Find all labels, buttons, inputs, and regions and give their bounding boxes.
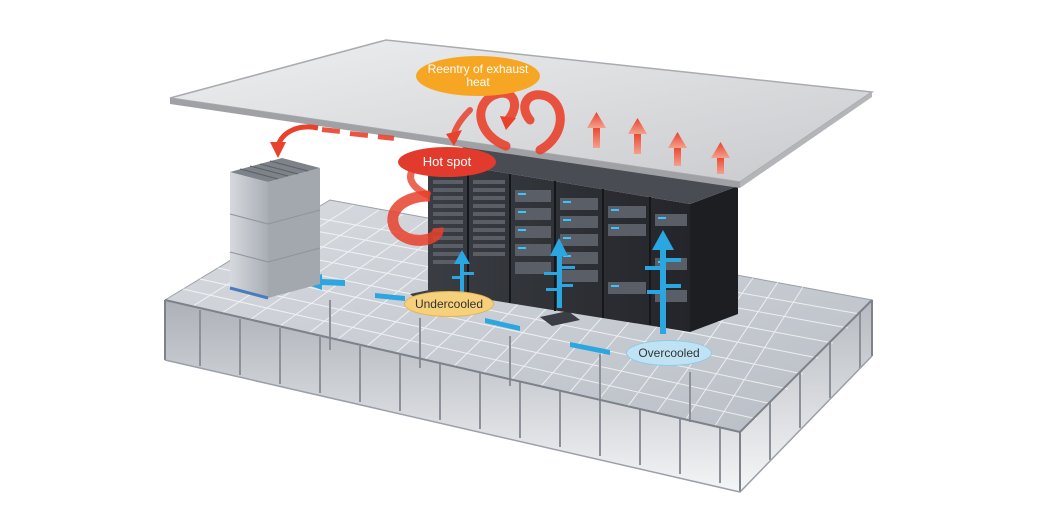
reentry-of-exhaust-heat-label: Reentry of exhaust heat xyxy=(416,56,540,96)
cold-air-arrow xyxy=(452,250,474,292)
hot-air-arrow xyxy=(587,112,606,148)
overcooled-label: Overcooled xyxy=(626,340,712,366)
cold-air-arrow xyxy=(570,342,610,355)
crac-unit xyxy=(229,158,321,300)
hot-air-arrow xyxy=(520,90,565,155)
hot-exhaust-arrows xyxy=(587,112,730,174)
crac-front xyxy=(230,172,268,298)
plenum-side-face xyxy=(740,300,872,492)
crac-top xyxy=(230,158,320,182)
cold-air-arrow xyxy=(544,238,575,308)
hot-air-arrow xyxy=(628,118,647,154)
cold-air-arrow xyxy=(485,318,520,331)
hot-air-arrow xyxy=(476,88,519,151)
cold-air-arrow xyxy=(375,293,405,301)
hot-spot-label: Hot spot xyxy=(398,147,496,177)
rack-row-side xyxy=(690,186,738,332)
return-hot-air xyxy=(270,124,395,158)
hot-air-arrow xyxy=(668,132,687,166)
floor-pedestals xyxy=(199,300,861,483)
crac-side xyxy=(268,168,320,298)
cold-air-arrow xyxy=(645,230,681,334)
cold-air-updrafts xyxy=(452,230,681,334)
rack-row-top xyxy=(428,142,738,204)
plenum-front-face xyxy=(165,300,740,492)
hot-air-arrow xyxy=(711,142,730,174)
undercooled-label: Undercooled xyxy=(404,291,494,317)
